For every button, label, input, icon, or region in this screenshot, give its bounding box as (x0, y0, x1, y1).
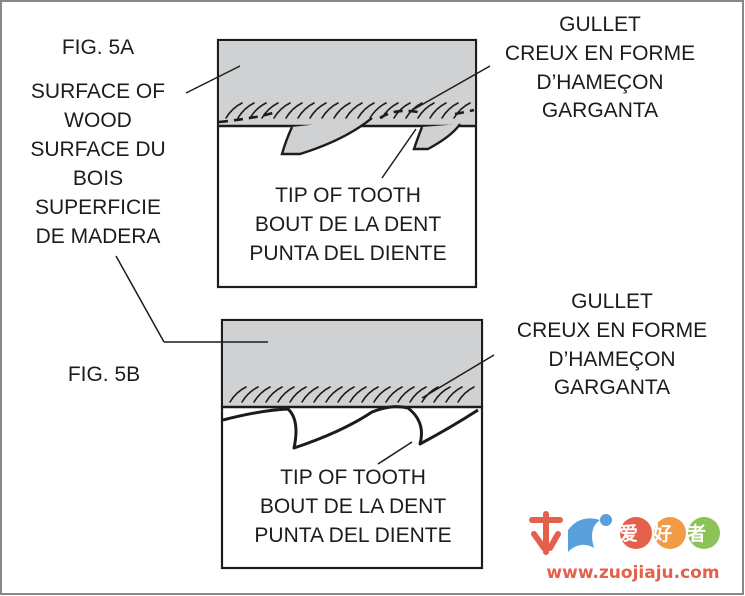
surface-label-line-6: DE MADERA (36, 225, 161, 248)
surface-label-line-2: WOOD (64, 109, 132, 132)
fig-5a-gullet-line-1: GULLET (559, 13, 641, 36)
fig-5b-gullet-label: GULLET CREUX EN FORME D’HAMEÇON GARGANTA (517, 290, 707, 399)
surface-label-line-3: SURFACE DU (30, 138, 165, 161)
watermark-url: www.zuojiaju.com (546, 563, 719, 583)
fig-5b-gullet-line-2: CREUX EN FORME (517, 319, 707, 342)
fig-5b-gullet-line-3: D’HAMEÇON (548, 348, 675, 371)
surface-leader-5a (185, 65, 241, 94)
fig-5b (164, 318, 495, 570)
fig-5a-tip-label: TIP OF TOOTH BOUT DE LA DENT PUNTA DEL D… (249, 184, 446, 265)
fig-5a-tip-line-1: TIP OF TOOTH (275, 184, 421, 207)
fig-5a-gullet-line-3: D’HAMEÇON (536, 71, 663, 94)
fig-5a (216, 38, 491, 289)
fig-5b-title: FIG. 5B (68, 363, 140, 386)
fig-5a-title: FIG. 5A (62, 36, 134, 59)
fig-5a-cut-hatching (225, 102, 471, 119)
fig-5a-gullet-leader (408, 65, 491, 113)
fig-5b-gullet-line-1: GULLET (571, 290, 653, 313)
fig-5a-wood-block (219, 41, 475, 126)
surface-label-line-5: SUPERFICIE (35, 196, 161, 219)
fig-5b-gullet-line-4: GARGANTA (554, 376, 670, 399)
watermark: 爱好者 www.zuojiaju.com (529, 511, 721, 583)
fig-5b-tooth-profile (222, 405, 479, 450)
fig-5b-tip-line-3: PUNTA DEL DIENTE (254, 524, 451, 547)
fig-5b-tip-leader (377, 441, 413, 465)
surface-label-line-4: BOIS (73, 167, 123, 190)
fig-5a-gullet-line-2: CREUX EN FORME (505, 42, 695, 65)
fig-5b-tip-line-1: TIP OF TOOTH (280, 466, 426, 489)
fig-5a-tip-leader (381, 128, 417, 179)
fig-5a-tooth-1 (280, 117, 373, 156)
fig-5b-wood-block (223, 321, 481, 407)
fig-5a-tip-line-2: BOUT DE LA DENT (255, 213, 441, 236)
surface-leader-5b (115, 255, 165, 343)
fig-5b-cut-hatching (229, 386, 475, 403)
fig-5a-dashed-tooth-path (218, 108, 475, 124)
fig-5b-tip-label: TIP OF TOOTH BOUT DE LA DENT PUNTA DEL D… (254, 466, 451, 547)
fig-5b-gullet-leader (421, 354, 495, 399)
fig-5a-tip-line-3: PUNTA DEL DIENTE (249, 242, 446, 265)
watermark-logo-text: 爱好者 (619, 522, 721, 545)
fig-5a-gullet-line-4: GARGANTA (542, 99, 658, 122)
watermark-logo: 爱好者 (529, 511, 721, 555)
fig-5a-tooth-2 (412, 123, 461, 151)
fig-5b-tip-line-2: BOUT DE LA DENT (260, 495, 446, 518)
surface-label-line-1: SURFACE OF (31, 80, 165, 103)
surface-of-wood-label: SURFACE OF WOOD SURFACE DU BOIS SUPERFIC… (30, 80, 165, 248)
fig-5a-gullet-label: GULLET CREUX EN FORME D’HAMEÇON GARGANTA (505, 13, 695, 122)
